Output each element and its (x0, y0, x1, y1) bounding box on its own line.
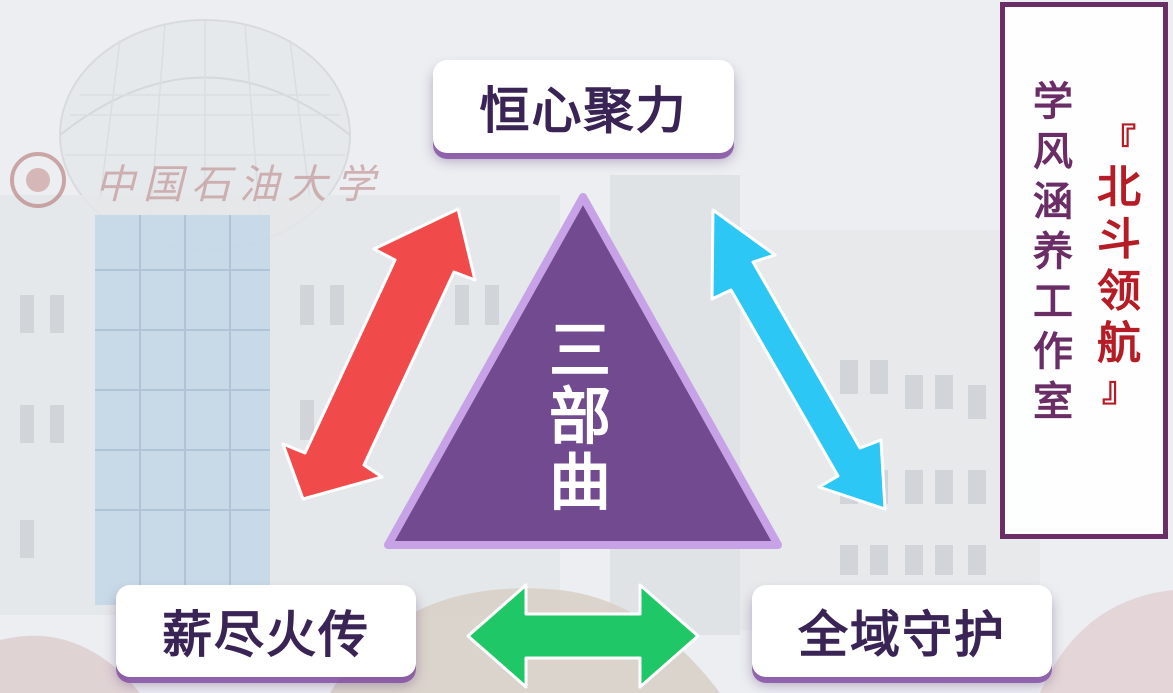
right-label: 全域守护 (798, 606, 1006, 664)
subtitle-char: 涵 (1033, 178, 1073, 225)
name-char: 领 (1097, 266, 1141, 317)
studio-name: 『 北 斗 领 航 』 (1097, 122, 1141, 410)
triangle-center-text: 三 部 曲 (540, 318, 620, 516)
dome (59, 19, 351, 251)
center-char-3: 曲 (548, 446, 611, 519)
center-char-1: 三 (548, 314, 611, 387)
left-label: 薪尽火传 (162, 606, 370, 664)
name-char: 斗 (1097, 214, 1141, 265)
studio-subtitle: 学 风 涵 养 工 作 室 (1033, 77, 1073, 427)
university-emblem (10, 152, 66, 208)
top-label-box: 恒心聚力 (433, 60, 734, 153)
right-label-box: 全域守护 (752, 585, 1052, 677)
title-panel: 学 风 涵 养 工 作 室 『 北 斗 领 航 』 (1000, 2, 1168, 539)
subtitle-char: 风 (1033, 128, 1073, 175)
campus-sign-text: 中国石油大学 (95, 162, 383, 208)
name-char: 北 (1097, 162, 1141, 213)
subtitle-char: 工 (1033, 278, 1073, 325)
close-bracket: 』 (1102, 370, 1136, 410)
subtitle-char: 养 (1033, 228, 1073, 275)
top-label: 恒心聚力 (479, 81, 688, 140)
bottom-double-arrow (466, 583, 700, 689)
subtitle-char: 作 (1033, 328, 1073, 375)
center-char-2: 部 (548, 380, 611, 453)
subtitle-char: 室 (1033, 378, 1073, 425)
left-double-arrow (281, 207, 477, 501)
right-double-arrow (710, 208, 887, 511)
open-bracket: 『 (1102, 122, 1136, 162)
name-char: 航 (1097, 318, 1141, 369)
subtitle-char: 学 (1033, 78, 1073, 125)
left-label-box: 薪尽火传 (116, 585, 416, 677)
center-triangle (384, 193, 782, 549)
